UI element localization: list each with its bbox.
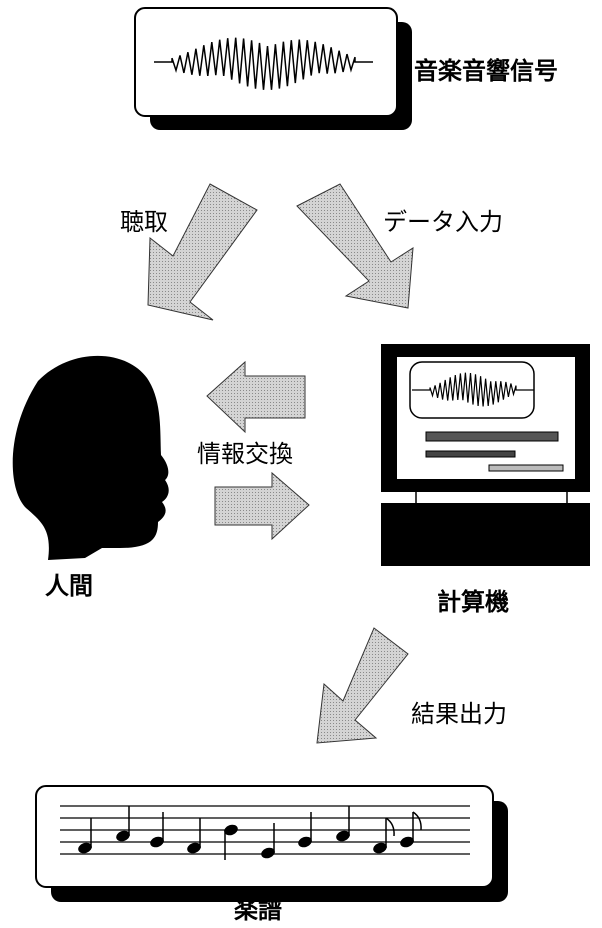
note-flag xyxy=(412,811,422,831)
note-flag xyxy=(385,817,395,837)
screen-bar-3 xyxy=(488,464,564,472)
arrow-data-input xyxy=(296,183,414,309)
data-input-label: データ入力 xyxy=(383,208,503,236)
arrow-listen xyxy=(147,183,258,321)
screen-bar-2 xyxy=(425,450,516,458)
screen-waveform-icon xyxy=(412,372,534,407)
note-head xyxy=(78,842,92,854)
note-head xyxy=(261,847,275,859)
result-output-label: 結果出力 xyxy=(411,700,507,728)
note-head xyxy=(187,842,201,854)
signal-label: 音楽音響信号 xyxy=(414,57,558,85)
arrow-to-computer xyxy=(214,471,310,541)
note-head xyxy=(224,824,238,836)
note-head xyxy=(298,836,312,848)
listen-label: 聴取 xyxy=(120,208,168,236)
human-label: 人間 xyxy=(45,572,93,600)
score-label: 楽譜 xyxy=(234,896,282,923)
note-head xyxy=(150,836,164,848)
score-card xyxy=(35,785,508,902)
waveform-icon xyxy=(154,37,373,90)
note-head xyxy=(373,842,387,854)
music-staff-icon xyxy=(60,805,470,860)
note-head xyxy=(116,830,130,842)
score-card-face xyxy=(35,785,494,888)
exchange-label: 情報交換 xyxy=(197,440,293,468)
arrow-to-human xyxy=(206,360,306,434)
computer-label: 計算機 xyxy=(437,588,509,616)
arrow-result-output xyxy=(316,627,409,744)
signal-card xyxy=(134,7,412,130)
computer-monitor-icon xyxy=(381,344,590,566)
screen-bar-1 xyxy=(425,431,559,442)
head-silhouette-icon xyxy=(12,355,169,560)
note-head xyxy=(400,836,414,848)
computer-base xyxy=(381,503,590,566)
note-head xyxy=(336,830,350,842)
